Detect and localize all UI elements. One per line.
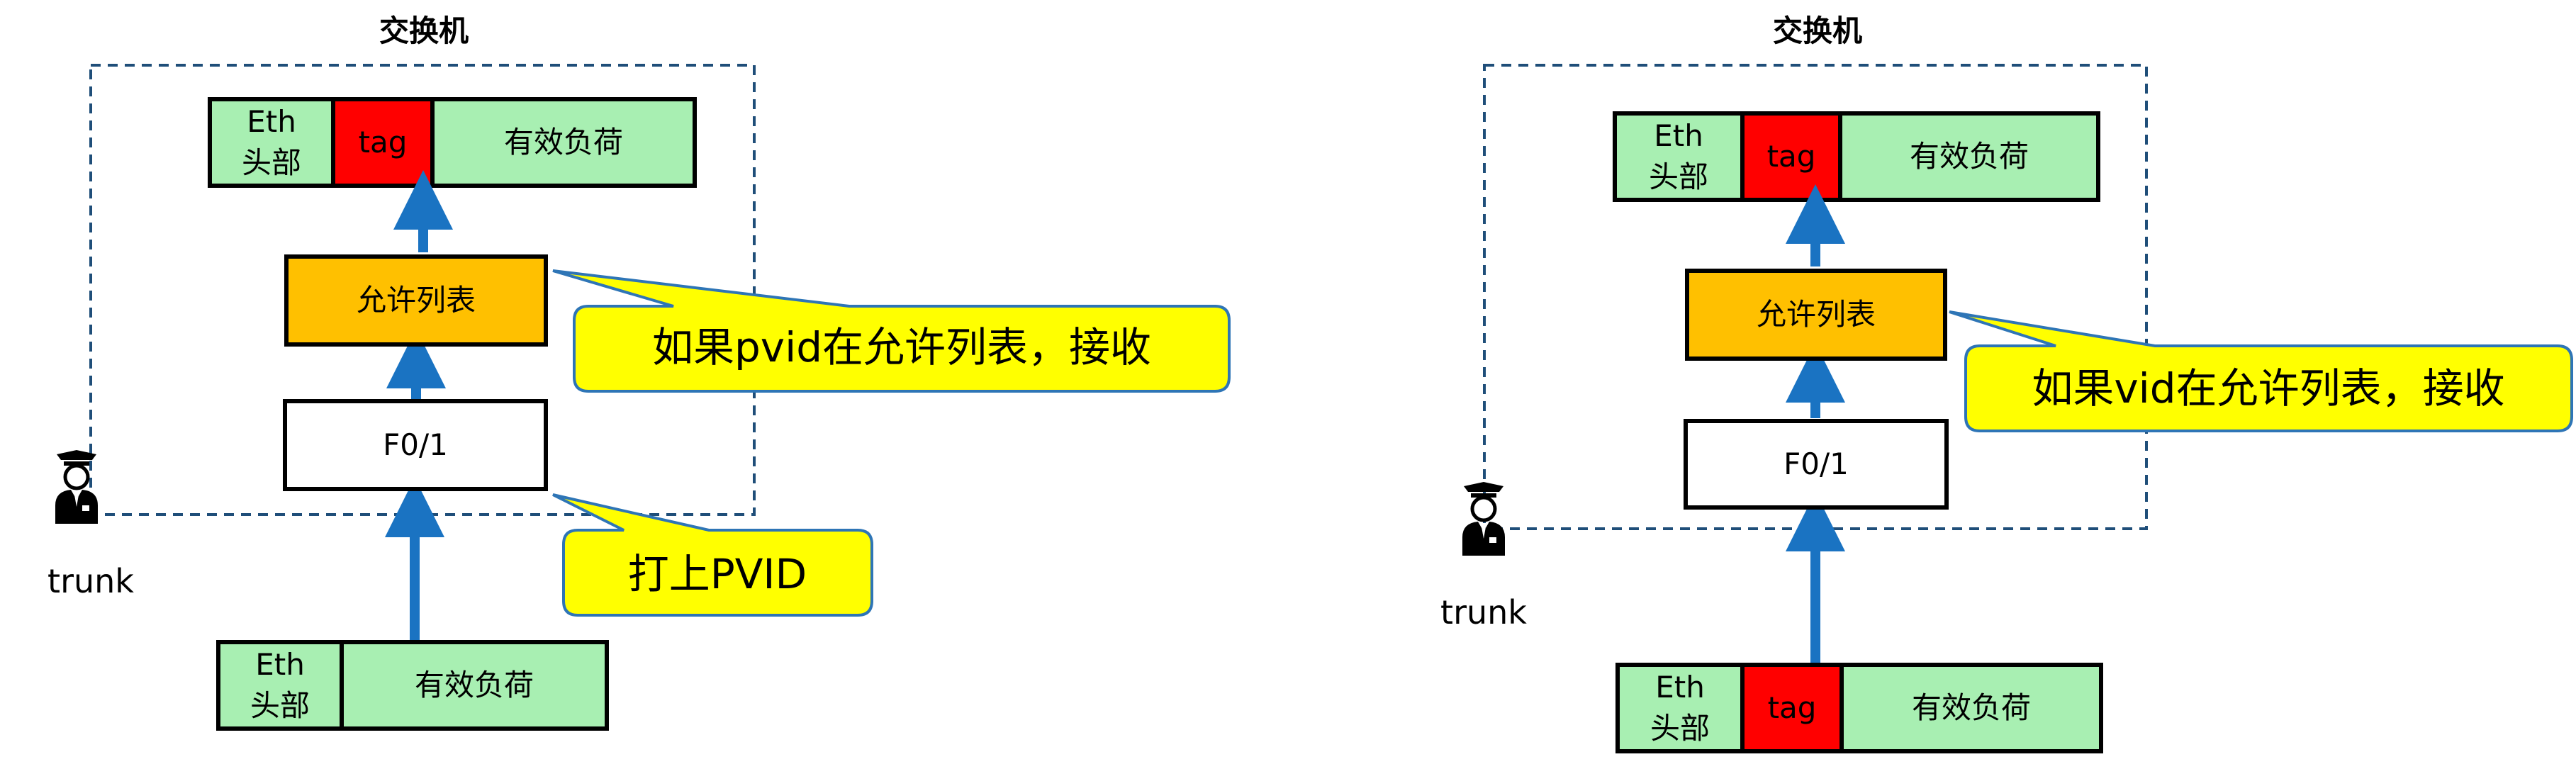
left-panel: 交换机 Eth 头部 tag 有效负荷 允许列表 F0/1 如果pvid在允许列… [47, 13, 1231, 731]
right-switch-frame [1483, 64, 2148, 530]
right-callout-accept-text: 如果vid在允许列表，接收 [2032, 364, 2504, 412]
payload-label: 有效负荷 [1910, 139, 2029, 174]
police-officer-icon [1462, 482, 1505, 556]
tag-label: tag [359, 125, 408, 159]
payload-label: 有效负荷 [415, 668, 534, 702]
eth-header-line2: 头部 [250, 688, 310, 723]
left-allow-list-label: 允许列表 [357, 283, 476, 318]
eth-header-line1: Eth [1654, 118, 1703, 153]
eth-header-line1: Eth [247, 104, 296, 139]
left-callout-accept-text: 如果pvid在允许列表，接收 [652, 323, 1151, 371]
right-allow-list-box [1685, 269, 1947, 361]
eth-header-line1: Eth [1655, 670, 1705, 705]
payload-label: 有效负荷 [1912, 690, 2031, 725]
right-port-box [1684, 419, 1949, 510]
tag-label: tag [1768, 690, 1817, 725]
left-switch-frame [89, 64, 756, 516]
left-top-frame: Eth 头部 tag 有效负荷 [208, 97, 697, 188]
eth-header-cell [1613, 111, 1745, 202]
left-switch-title: 交换机 [379, 13, 469, 48]
eth-header-line1: Eth [255, 647, 305, 682]
right-callout-accept-bubble [1949, 310, 2573, 432]
right-allow-list-label: 允许列表 [1757, 297, 1876, 332]
left-bottom-frame: Eth 头部 有效负荷 [216, 640, 609, 731]
eth-header-line2: 头部 [1650, 711, 1710, 746]
right-bottom-frame: Eth 头部 tag 有效负荷 [1615, 663, 2103, 753]
left-guard-label: trunk [47, 562, 134, 600]
payload-label: 有效负荷 [504, 125, 623, 159]
right-port-label: F0/1 [1783, 447, 1849, 481]
eth-header-cell [1615, 663, 1745, 753]
right-switch-title: 交换机 [1773, 13, 1862, 48]
right-panel: 交换机 Eth 头部 tag 有效负荷 允许列表 F0/1 如果vid在允许列表… [1440, 13, 2573, 753]
left-port-box [283, 399, 548, 491]
tag-cell [1740, 663, 1844, 753]
left-callout-tag-text: 打上PVID [628, 550, 807, 598]
eth-header-cell [216, 640, 344, 731]
left-port-label: F0/1 [383, 427, 448, 462]
left-callout-tag-bubble [552, 493, 873, 617]
right-top-frame: Eth 头部 tag 有效负荷 [1613, 111, 2100, 202]
police-officer-icon [55, 450, 98, 524]
eth-header-line2: 头部 [242, 145, 301, 180]
payload-cell [1838, 111, 2100, 202]
payload-cell [430, 97, 697, 188]
left-callout-accept-bubble [552, 269, 1231, 393]
tag-label: tag [1767, 139, 1816, 174]
payload-cell [340, 640, 609, 731]
right-guard-label: trunk [1440, 593, 1527, 632]
left-allow-list-box [284, 254, 548, 347]
payload-cell [1839, 663, 2103, 753]
eth-header-line2: 头部 [1649, 159, 1708, 194]
